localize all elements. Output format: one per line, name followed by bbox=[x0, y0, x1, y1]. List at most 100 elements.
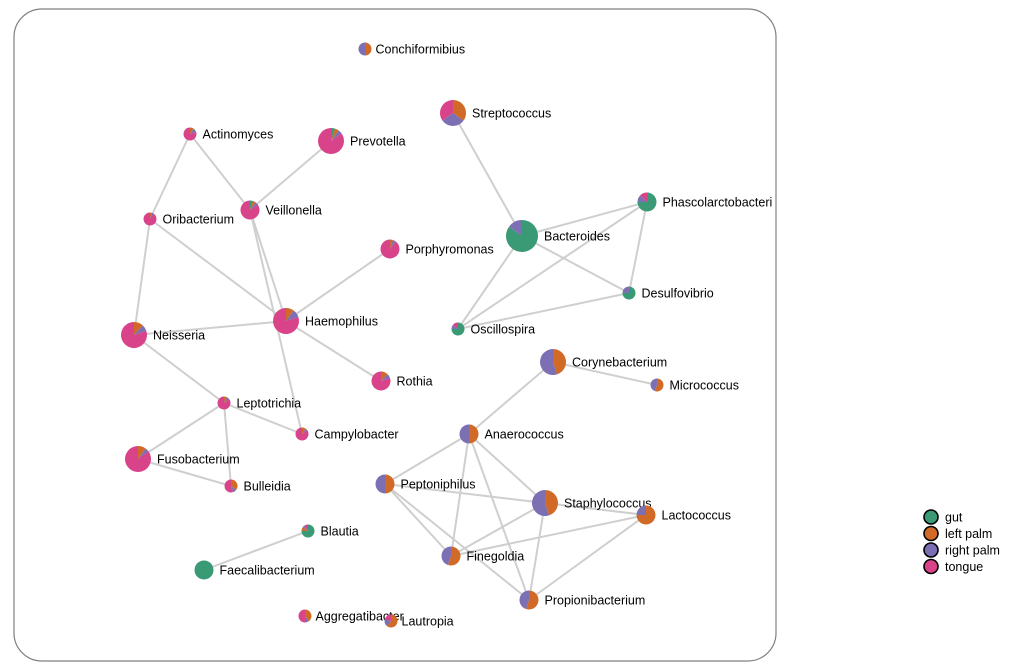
edge-haemophilus-rothia bbox=[285, 320, 382, 382]
pie-slice-left_palm bbox=[301, 527, 308, 531]
node-label-peptoniphilus: Peptoniphilus bbox=[401, 478, 476, 492]
node-veillonella[interactable]: Veillonella bbox=[240, 200, 322, 220]
pie-slice-right_palm bbox=[650, 378, 657, 392]
pie-slice-right_palm bbox=[286, 310, 299, 321]
pie-slice-tongue bbox=[384, 614, 391, 621]
pie-slice-tongue bbox=[304, 524, 308, 531]
node-lactococcus[interactable]: Lactococcus bbox=[636, 505, 731, 525]
edge-anaerococcus-peptoniphilus bbox=[384, 433, 470, 485]
edge-anaerococcus-propionibacterium bbox=[468, 433, 530, 601]
edge-propionibacterium-lactococcus bbox=[528, 514, 647, 601]
pie-slice-tongue bbox=[295, 427, 309, 441]
node-lautropia[interactable]: Lautropia bbox=[384, 614, 454, 629]
edge-peptoniphilus-propionibacterium bbox=[384, 483, 530, 601]
pie-slice-tongue bbox=[317, 128, 344, 154]
node-oribacterium[interactable]: Oribacterium bbox=[143, 212, 235, 227]
pie-slice-gut bbox=[250, 200, 253, 210]
pie-slice-left_palm bbox=[387, 614, 398, 628]
pie-slice-left_palm bbox=[331, 128, 339, 141]
node-corynebacterium[interactable]: Corynebacterium bbox=[540, 349, 667, 376]
node-propionibacterium[interactable]: Propionibacterium bbox=[519, 590, 646, 610]
node-haemophilus[interactable]: Haemophilus bbox=[273, 308, 378, 334]
node-label-oribacterium: Oribacterium bbox=[163, 213, 235, 227]
pie-slice-gut bbox=[505, 220, 538, 252]
pie-slice-left_palm bbox=[381, 371, 388, 381]
edge-phascolarctobacteri-desulfovibrio bbox=[628, 201, 648, 294]
pie-slice-right_palm bbox=[190, 128, 197, 134]
edge-finegoldia-lactococcus bbox=[450, 514, 647, 557]
legend-swatch-right_palm bbox=[923, 542, 939, 558]
node-oscillospira[interactable]: Oscillospira bbox=[451, 322, 536, 337]
node-neisseria[interactable]: Neisseria bbox=[121, 322, 205, 348]
graph-frame bbox=[13, 8, 777, 662]
node-leptotrichia[interactable]: Leptotrichia bbox=[217, 396, 302, 411]
edge-peptoniphilus-finegoldia bbox=[384, 483, 452, 557]
node-label-anaerococcus: Anaerococcus bbox=[485, 428, 564, 442]
pie-slice-tongue bbox=[224, 479, 234, 493]
pie-slice-right_palm bbox=[459, 424, 469, 444]
pie-slice-right_palm bbox=[636, 505, 646, 515]
pie-slice-gut bbox=[194, 560, 214, 580]
pie-slice-left_palm bbox=[231, 479, 238, 490]
edges-layer bbox=[133, 112, 658, 601]
pie-slice-right_palm bbox=[134, 325, 147, 335]
node-label-lactococcus: Lactococcus bbox=[662, 509, 731, 523]
edge-phascolarctobacteri-oscillospira bbox=[457, 201, 648, 330]
pie-slice-right_palm bbox=[302, 525, 308, 531]
node-desulfovibrio[interactable]: Desulfovibrio bbox=[622, 286, 714, 301]
node-anaerococcus[interactable]: Anaerococcus bbox=[459, 424, 564, 444]
node-bulleidia[interactable]: Bulleidia bbox=[224, 479, 291, 494]
pie-slice-tongue bbox=[121, 322, 147, 348]
node-conchiformibius[interactable]: Conchiformibius bbox=[358, 42, 466, 57]
node-porphyromonas[interactable]: Porphyromonas bbox=[380, 239, 494, 259]
pie-slice-left_palm bbox=[545, 490, 558, 516]
pie-slice-right_palm bbox=[150, 212, 154, 219]
node-finegoldia[interactable]: Finegoldia bbox=[441, 546, 525, 566]
pie-slice-right_palm bbox=[138, 448, 149, 459]
edge-anaerococcus-finegoldia bbox=[450, 433, 470, 557]
pie-slice-right_palm bbox=[384, 618, 391, 627]
node-campylobacter[interactable]: Campylobacter bbox=[295, 427, 399, 442]
edge-fusobacterium-bulleidia bbox=[137, 458, 232, 487]
pie-slice-left_palm bbox=[469, 424, 479, 444]
node-bacteroides[interactable]: Bacteroides bbox=[505, 220, 610, 252]
node-micrococcus[interactable]: Micrococcus bbox=[650, 378, 739, 393]
node-label-faecalibacterium: Faecalibacterium bbox=[220, 564, 315, 578]
pie-slice-tongue bbox=[273, 308, 299, 334]
node-streptococcus[interactable]: Streptococcus bbox=[440, 100, 551, 126]
edge-bacteroides-desulfovibrio bbox=[521, 235, 630, 294]
node-phascolarctobacteri[interactable]: Phascolarctobacteri bbox=[637, 192, 773, 212]
pie-slice-tongue bbox=[125, 446, 151, 473]
node-label-phascolarctobacteri: Phascolarctobacteri bbox=[663, 196, 773, 210]
pie-slice-left_palm bbox=[250, 200, 256, 210]
pie-slice-right_palm bbox=[390, 239, 396, 249]
node-prevotella[interactable]: Prevotella bbox=[317, 128, 406, 154]
node-aggregatibacter[interactable]: Aggregatibacter bbox=[298, 609, 404, 624]
edge-streptococcus-bacteroides bbox=[452, 112, 523, 237]
node-label-prevotella: Prevotella bbox=[350, 135, 406, 149]
pie-slice-right_palm bbox=[231, 486, 237, 493]
node-blautia[interactable]: Blautia bbox=[301, 524, 359, 539]
node-label-propionibacterium: Propionibacterium bbox=[545, 594, 646, 608]
pie-slice-right_palm bbox=[442, 113, 464, 126]
node-actinomyces[interactable]: Actinomyces bbox=[183, 127, 274, 142]
node-label-blautia: Blautia bbox=[321, 525, 359, 539]
node-fusobacterium[interactable]: Fusobacterium bbox=[125, 446, 240, 473]
edge-veillonella-haemophilus bbox=[249, 209, 287, 322]
pie-slice-right_palm bbox=[441, 546, 451, 566]
pie-slice-tongue bbox=[240, 200, 260, 220]
edge-anaerococcus-staphylococcus bbox=[468, 433, 546, 504]
node-staphylococcus[interactable]: Staphylococcus bbox=[531, 490, 652, 517]
node-rothia[interactable]: Rothia bbox=[371, 371, 433, 391]
edge-staphylococcus-lactococcus bbox=[544, 502, 647, 516]
edge-prevotella-veillonella bbox=[249, 140, 332, 211]
node-faecalibacterium[interactable]: Faecalibacterium bbox=[194, 560, 315, 580]
node-peptoniphilus[interactable]: Peptoniphilus bbox=[375, 474, 476, 494]
node-label-oscillospira: Oscillospira bbox=[471, 323, 536, 337]
node-label-leptotrichia: Leptotrichia bbox=[237, 397, 302, 411]
legend-item-gut: gut bbox=[923, 509, 963, 525]
legend-label-right_palm: right palm bbox=[945, 544, 1000, 558]
